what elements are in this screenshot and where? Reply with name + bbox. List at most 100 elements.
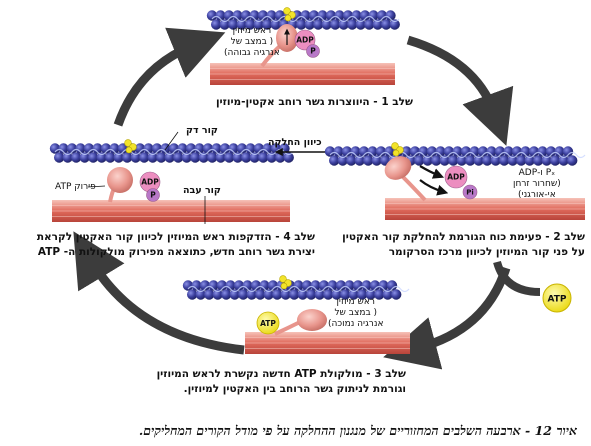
actin-bead: [204, 289, 215, 300]
adp-molecule-label: ADP: [447, 173, 465, 182]
actin-bead: [232, 10, 243, 21]
actin-bead: [240, 10, 252, 21]
actin-bead: [364, 19, 375, 30]
actin-bead: [215, 152, 226, 163]
actin-bead: [109, 143, 120, 154]
actin-bead: [194, 143, 205, 154]
actin-bead: [236, 19, 247, 30]
adp-molecule-circle: [444, 165, 468, 189]
actin-bead: [147, 152, 158, 163]
actin-bead: [426, 146, 438, 157]
actin-bead: [567, 155, 578, 166]
actin-bead: [359, 10, 371, 21]
actin-bead: [414, 155, 425, 166]
cycle-arrow-1-to-2: [406, 35, 514, 146]
actin-bead: [211, 143, 222, 154]
actin-bead: [313, 19, 324, 30]
actin-bead: [499, 155, 510, 166]
actin-bead: [511, 146, 523, 157]
actin-bead: [187, 289, 198, 300]
actin-bead: [224, 152, 235, 163]
actin-bead: [263, 289, 274, 300]
actin-bead: [382, 289, 393, 300]
troponin-complex: [391, 142, 399, 150]
actin-bead: [477, 146, 489, 157]
actin-bead: [386, 280, 398, 291]
actin-bead: [173, 152, 184, 163]
actin-bead: [297, 289, 308, 300]
actin-bead: [164, 152, 175, 163]
actin-bead: [562, 146, 574, 157]
actin-bead: [352, 280, 364, 291]
actin-bead: [327, 280, 338, 291]
actin-bead: [229, 289, 240, 300]
adp-molecule-label: ADP: [296, 36, 314, 45]
actin-filament-step-1: [206, 10, 400, 30]
actin-bead: [342, 10, 354, 21]
phosphate-molecule-label: Pi: [466, 188, 474, 196]
actin-bead: [79, 152, 90, 163]
actin-bead: [431, 155, 442, 166]
actin-bead: [374, 289, 385, 300]
actin-bead: [378, 280, 389, 291]
actin-bead: [130, 152, 141, 163]
actin-bead: [139, 152, 150, 163]
atp-hydrolysis-label: פירוק ATP: [55, 182, 96, 192]
actin-bead: [490, 155, 501, 166]
troponin-complex: [124, 139, 132, 147]
myosin-head: [297, 309, 327, 331]
troponin-complex: [284, 14, 292, 22]
actin-bead: [325, 10, 337, 21]
actin-bead: [541, 155, 552, 166]
actin-bead: [117, 143, 129, 154]
cycle-arrow-3-to-4: [73, 231, 245, 355]
tropomyosin-strand: [211, 15, 400, 23]
actin-bead: [324, 146, 336, 157]
actin-bead: [216, 280, 228, 291]
actin-bead: [199, 280, 211, 291]
atp-bound-label: ATP: [260, 319, 276, 328]
myosin-head-high-energy-label: ראש מיוזין ( במצב של אנרגיה גבוהה): [224, 26, 280, 58]
actin-bead: [516, 155, 527, 166]
actin-bead: [255, 289, 266, 300]
actin-bead: [554, 146, 565, 157]
actin-bead: [384, 146, 395, 157]
actin-bead: [202, 143, 214, 154]
actin-filament-step-2: [324, 146, 586, 166]
actin-bead: [245, 19, 256, 30]
actin-bead: [289, 289, 300, 300]
actin-bead: [317, 10, 328, 21]
actin-bead: [308, 10, 320, 21]
actin-bead: [225, 280, 236, 291]
actin-bead: [245, 143, 256, 154]
actin-bead: [250, 280, 262, 291]
actin-bead: [58, 143, 69, 154]
actin-bead: [460, 146, 472, 157]
actin-bead: [253, 19, 264, 30]
step-1-text: שלב 1 - היווצרות גשר רוחב אקטין-מיוזין: [215, 96, 413, 108]
actin-bead: [401, 146, 412, 157]
release-arrow: [419, 165, 445, 179]
actin-bead: [348, 289, 359, 300]
actin-bead: [238, 289, 249, 300]
phosphate-molecule: Pi: [462, 184, 478, 200]
actin-bead: [151, 143, 163, 154]
actin-bead: [469, 146, 480, 157]
actin-bead: [219, 143, 231, 154]
thin-filament-label: קור דק: [186, 125, 218, 136]
actin-bead: [372, 19, 383, 30]
actin-bead: [211, 19, 222, 30]
actin-bead: [300, 10, 311, 21]
actin-bead: [246, 289, 257, 300]
figure-caption: איור 12 - ארבעה השלבים המחזוריים של מנגנ…: [138, 423, 577, 438]
actin-bead: [195, 289, 206, 300]
actin-bead: [418, 146, 429, 157]
actin-bead: [280, 289, 291, 300]
actin-bead: [100, 143, 112, 154]
actin-bead: [381, 19, 392, 30]
actin-bead: [473, 155, 484, 166]
phosphate-molecule: P: [146, 188, 160, 202]
phosphate-molecule-label: P: [150, 191, 156, 200]
actin-bead: [241, 152, 252, 163]
